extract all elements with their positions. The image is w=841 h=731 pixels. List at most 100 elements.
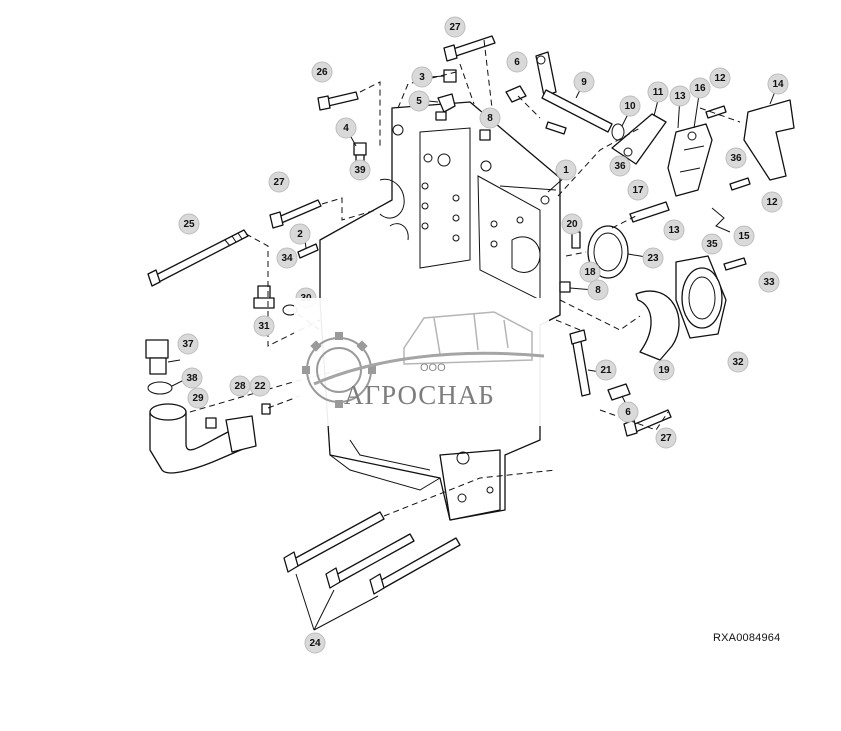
bolt-12 — [705, 105, 751, 191]
callout-number: 27 — [273, 177, 285, 188]
bolts-24 — [283, 511, 461, 631]
bolt-33 — [723, 257, 747, 271]
callout-circle — [187, 387, 209, 409]
pin-17 — [629, 201, 670, 223]
callout-number: 25 — [183, 219, 195, 230]
callout-circle — [733, 225, 755, 247]
callout-circle — [411, 66, 433, 88]
callout-number: 19 — [658, 365, 670, 376]
callout-36: 36 — [725, 147, 747, 169]
callout-circle — [627, 179, 649, 201]
callout-38: 38 — [181, 367, 203, 389]
callout-circle — [349, 159, 371, 181]
gasket-19 — [635, 290, 680, 361]
callout-36: 36 — [609, 155, 631, 177]
callout-circle — [647, 81, 669, 103]
callout-circle — [725, 147, 747, 169]
callout-number: 16 — [694, 83, 706, 94]
callout-circle — [689, 77, 711, 99]
callout-circle — [709, 67, 731, 89]
callout-6: 6 — [506, 51, 528, 73]
callout-circle — [311, 61, 333, 83]
callout-number: 17 — [632, 185, 644, 196]
callout-23: 23 — [642, 247, 664, 269]
callout-number: 26 — [316, 67, 328, 78]
callout-5: 5 — [408, 90, 430, 112]
bracket-14 — [743, 99, 795, 181]
callout-8: 8 — [587, 279, 609, 301]
callout-circle — [335, 117, 357, 139]
callout-number: 3 — [419, 72, 425, 83]
callout-circle — [289, 223, 311, 245]
callout-circle — [276, 247, 298, 269]
callout-10: 10 — [619, 95, 641, 117]
callout-number: 38 — [186, 373, 198, 384]
callout-circle — [268, 171, 290, 193]
callout-circle — [727, 351, 749, 373]
plug-22 — [261, 403, 271, 415]
callout-22: 22 — [249, 375, 271, 397]
callout-27: 27 — [655, 427, 677, 449]
callout-circle — [653, 359, 675, 381]
callout-32: 32 — [727, 351, 749, 373]
callout-4: 4 — [335, 117, 357, 139]
pin-2 — [297, 243, 319, 259]
bolt-27-left — [269, 199, 322, 229]
callout-circle — [408, 90, 430, 112]
callout-circle — [767, 73, 789, 95]
callout-6: 6 — [617, 401, 639, 423]
callout-3: 3 — [411, 66, 433, 88]
callout-26: 26 — [311, 61, 333, 83]
ring-38 — [147, 381, 173, 395]
plug-8-mid — [559, 281, 571, 293]
callout-12: 12 — [761, 191, 783, 213]
callout-number: 5 — [416, 96, 422, 107]
callout-1: 1 — [555, 159, 577, 181]
callout-19: 19 — [653, 359, 675, 381]
callout-16: 16 — [689, 77, 711, 99]
callout-circle — [609, 155, 631, 177]
pin-6-low — [607, 383, 631, 401]
callout-27: 27 — [268, 171, 290, 193]
callout-number: 6 — [514, 57, 520, 68]
plate-11 — [611, 113, 667, 165]
callout-circle — [444, 16, 466, 38]
callout-37: 37 — [177, 333, 199, 355]
callout-number: 21 — [600, 365, 612, 376]
bolt-26 — [317, 91, 359, 111]
watermark: ООО АГРОСНАБ — [294, 298, 549, 426]
callout-number: 33 — [763, 277, 775, 288]
callout-number: 8 — [487, 113, 493, 124]
pin-6-top — [505, 85, 527, 103]
callout-18: 18 — [579, 261, 601, 283]
fitting-31 — [253, 285, 275, 309]
callout-number: 22 — [254, 381, 266, 392]
callout-number: 35 — [706, 239, 718, 250]
callout-circle — [479, 107, 501, 129]
callout-number: 23 — [647, 253, 659, 264]
bolt-27-low — [623, 409, 672, 437]
callout-circle — [573, 71, 595, 93]
callout-number: 15 — [738, 231, 750, 242]
long-bolt-25 — [147, 229, 249, 287]
callout-34: 34 — [276, 247, 298, 269]
callout-number: 24 — [309, 638, 321, 649]
lever-assembly-16 — [667, 123, 713, 197]
elbow-pipe-28 — [149, 403, 257, 474]
callout-circle — [253, 315, 275, 337]
callout-number: 36 — [730, 153, 742, 164]
callout-circle — [663, 219, 685, 241]
callout-number: 28 — [234, 381, 246, 392]
assembly-lines — [189, 39, 741, 517]
callout-25: 25 — [178, 213, 200, 235]
callout-circle — [561, 213, 583, 235]
callout-circle — [178, 213, 200, 235]
fitting-37 — [145, 339, 169, 375]
seal-23 — [587, 225, 629, 279]
callout-circle — [304, 632, 326, 654]
callout-number: 12 — [766, 197, 778, 208]
cover-32 — [675, 255, 727, 339]
callout-circle — [555, 159, 577, 181]
callout-13: 13 — [663, 219, 685, 241]
